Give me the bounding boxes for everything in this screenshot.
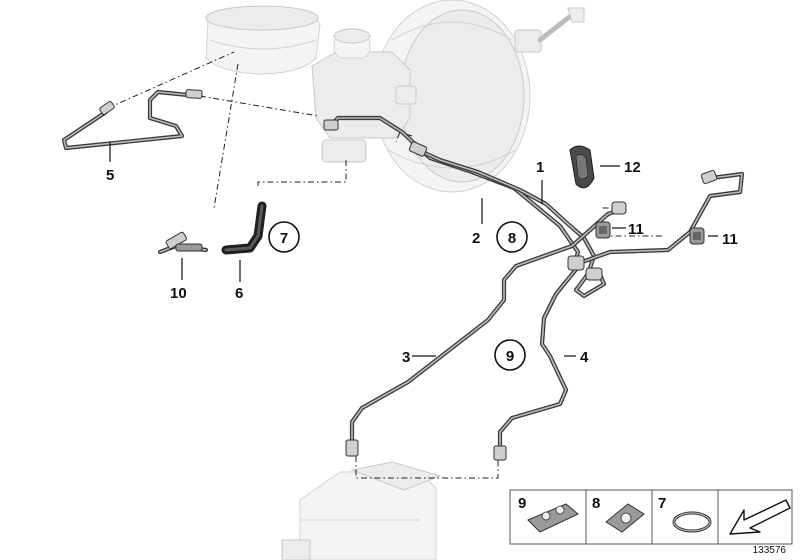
callout-numbers: 5 1 12 2 11 11 10 6 3 4 [106,159,738,366]
circled-callout-9: 9 [494,339,526,371]
filter-ghost [205,5,321,75]
circled-callout-7: 7 [268,221,300,253]
callout-11-a: 11 [628,221,644,238]
brake-line-10 [157,231,209,255]
callout-5: 5 [106,167,114,184]
legend-panel: 9 8 7 [509,489,793,545]
callout-12: 12 [624,159,641,176]
diagram-number: 133576 [753,545,787,556]
hose-6 [221,201,267,255]
svg-text:8: 8 [508,230,516,247]
dash-dot-leaders [107,51,662,479]
legend-label-9: 9 [518,495,526,512]
direction-arrow-icon [729,499,791,535]
union-nut-11-a [595,221,611,239]
hose-clamp-7-icon [672,511,712,533]
callout-6: 6 [235,285,243,302]
grommet-12 [569,145,595,189]
circled-callout-8: 8 [496,221,528,253]
callout-leaders [109,142,718,357]
brake-line-5 [61,89,203,151]
clip-9-icon [527,503,579,533]
legend-label-8: 8 [592,495,600,512]
callout-11-b: 11 [722,231,738,248]
brake-line-4 [493,169,745,461]
svg-text:9: 9 [506,348,514,365]
reservoir-ghost [311,28,417,163]
callout-1: 1 [536,159,544,176]
callout-10: 10 [170,285,187,302]
union-nut-11-b [689,227,705,245]
brake-line-3 [345,207,623,457]
callout-4: 4 [580,349,589,366]
callout-3: 3 [402,349,410,366]
svg-text:7: 7 [280,230,288,247]
fittings-cluster [567,201,627,281]
clip-8-icon [605,503,645,533]
callout-2: 2 [472,230,480,247]
abs-unit-ghost [281,461,442,560]
legend-label-7: 7 [658,495,666,512]
